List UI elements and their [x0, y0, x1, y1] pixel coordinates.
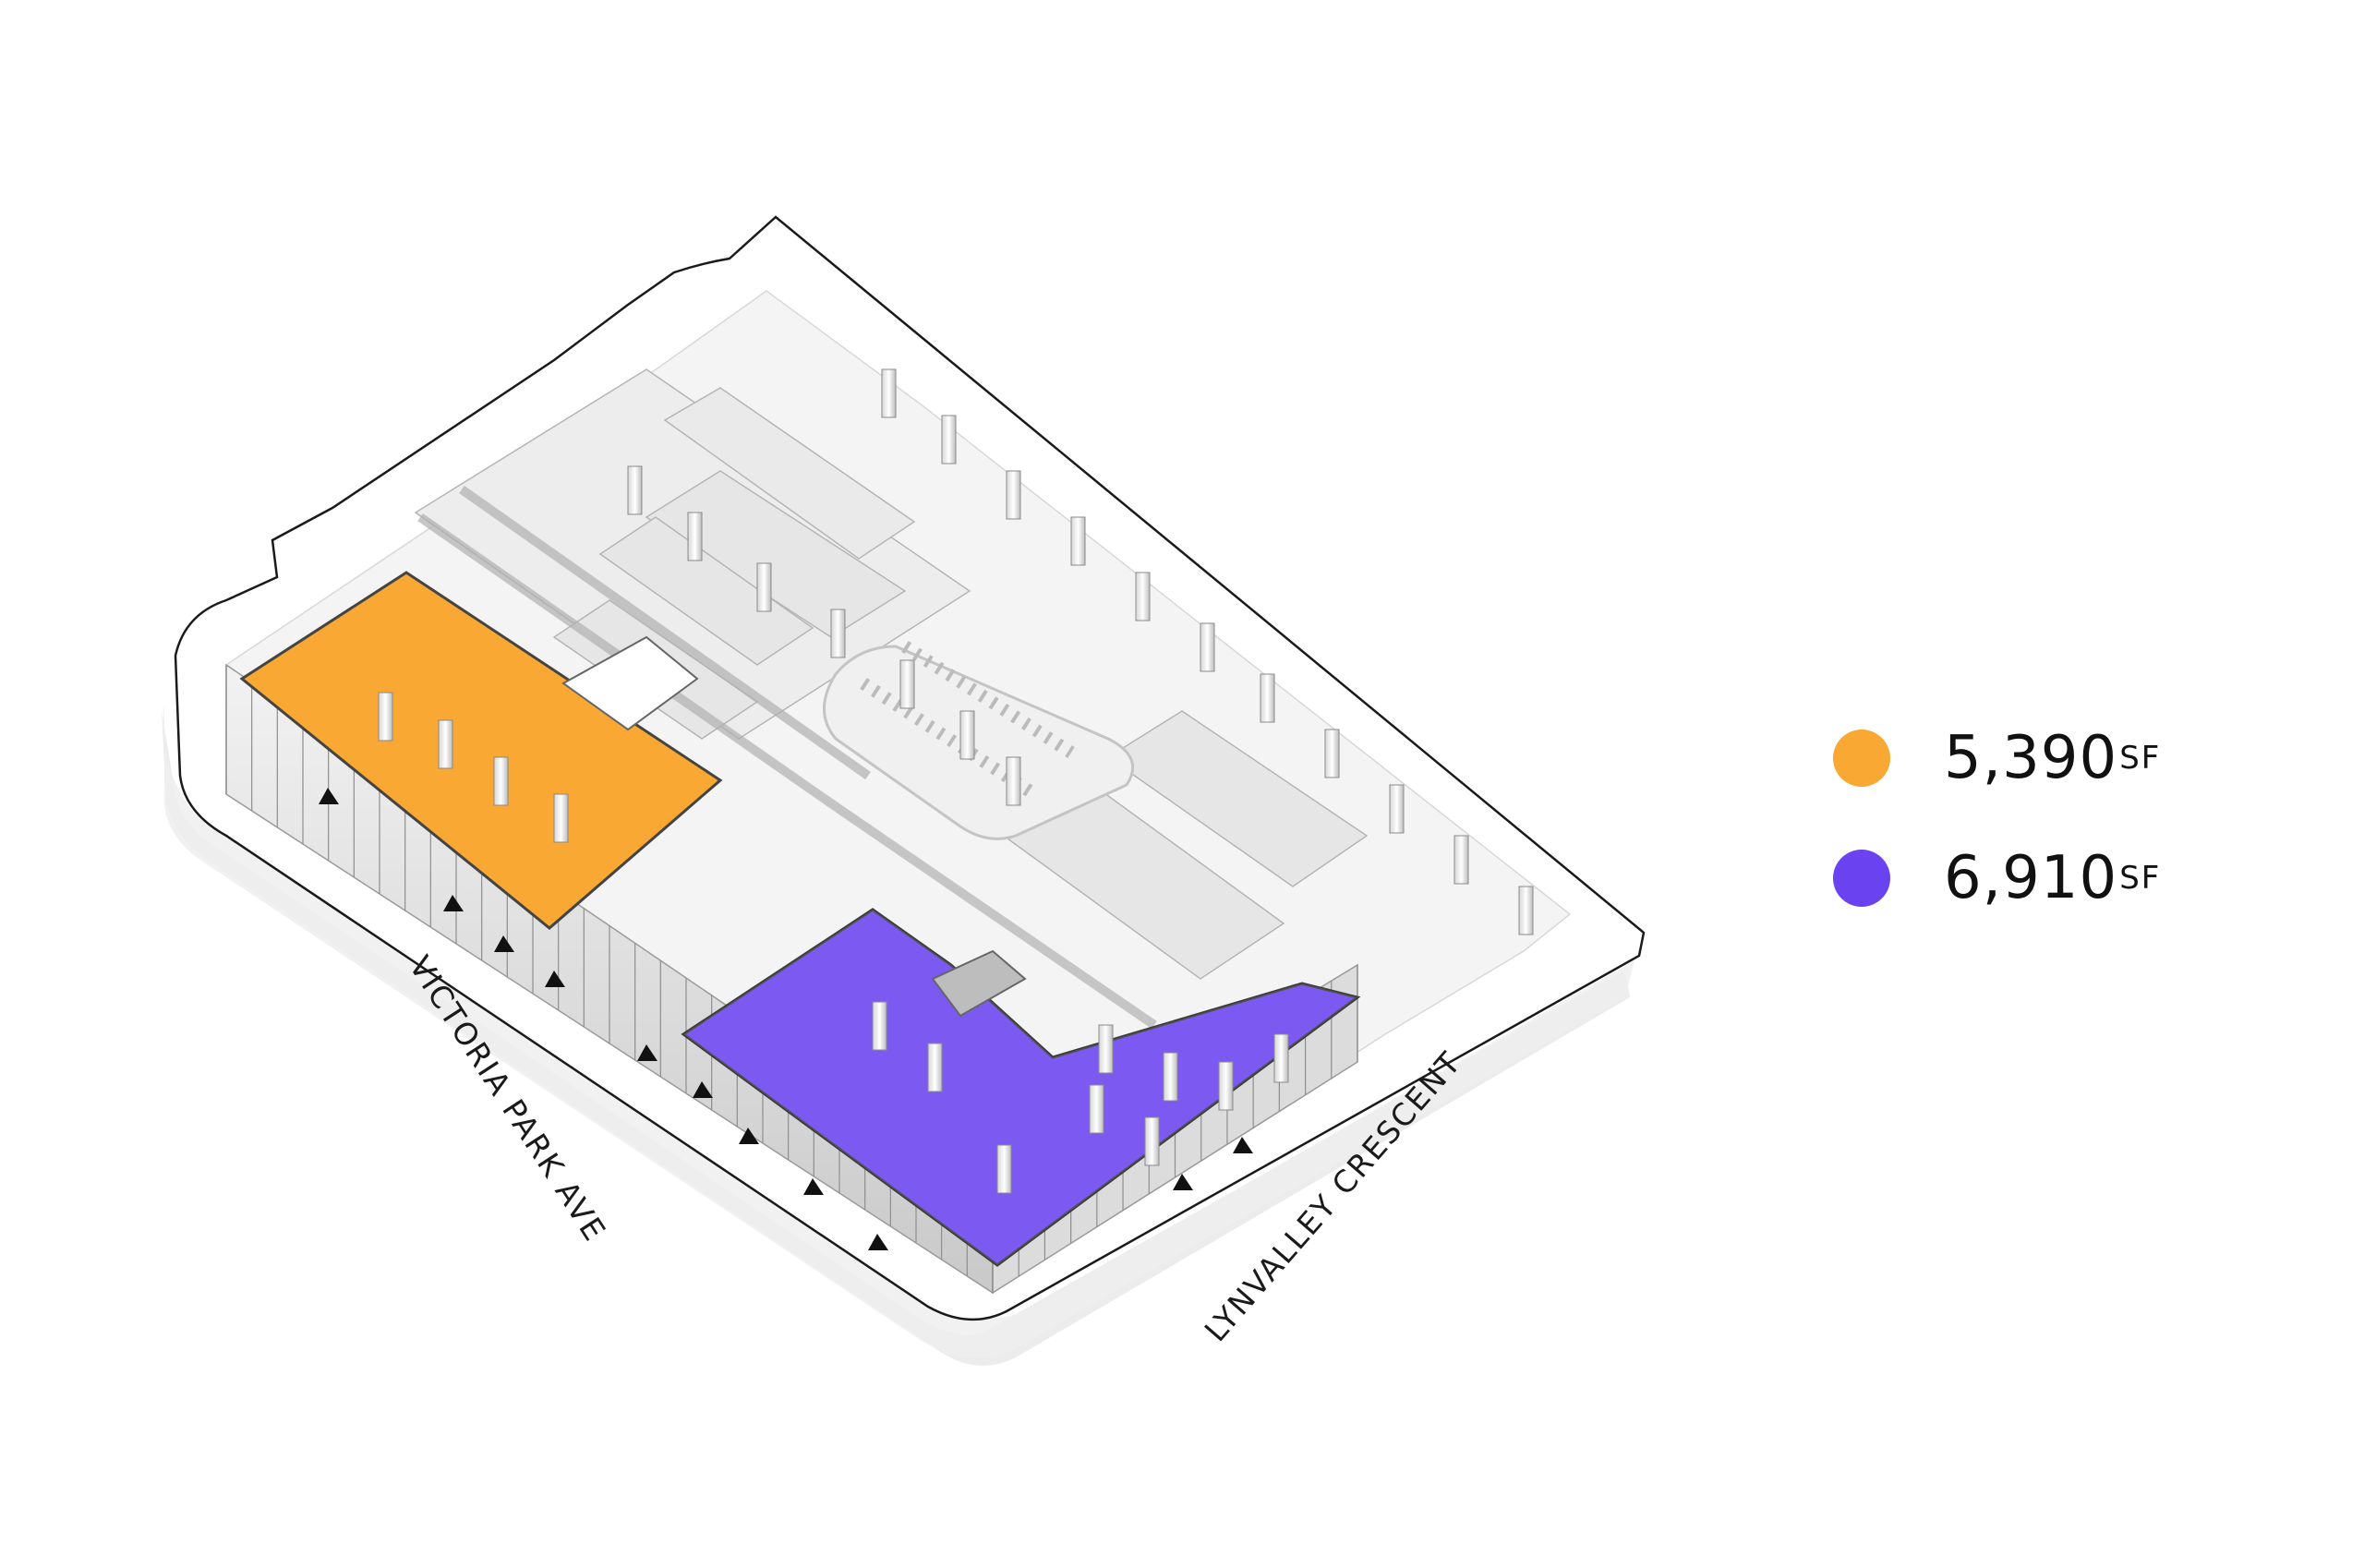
column — [927, 1043, 943, 1092]
entrance-arrow — [545, 971, 565, 987]
area-legend: 5,390 SF 6,910 SF — [1833, 716, 2313, 956]
column — [1389, 784, 1405, 834]
entrance-arrow — [494, 935, 514, 952]
ground-shadow-band — [163, 702, 1635, 1358]
column — [1218, 1061, 1234, 1111]
entrance-arrows — [319, 788, 1253, 1250]
column — [553, 793, 569, 843]
column — [378, 692, 393, 742]
legend-item-orange: 5,390 SF — [1833, 716, 2313, 801]
unit-purple-room — [931, 949, 1027, 1018]
entrance-arrow — [1173, 1174, 1193, 1190]
entrance-arrow — [443, 895, 464, 911]
column — [1518, 886, 1534, 935]
legend-value: 5,390 — [1944, 724, 2118, 792]
column — [899, 659, 915, 709]
legend-dot-orange — [1833, 730, 1890, 787]
column — [1273, 1033, 1289, 1083]
column — [996, 1144, 1012, 1194]
column — [1089, 1084, 1104, 1134]
column — [830, 609, 846, 658]
column — [493, 756, 509, 806]
column — [1453, 835, 1469, 885]
legend-value: 6,910 — [1944, 844, 2118, 912]
column — [1098, 1024, 1114, 1074]
column — [1006, 756, 1021, 806]
column — [756, 562, 772, 612]
legend-unit: SF — [2119, 740, 2162, 777]
column — [687, 512, 703, 561]
entrance-arrow — [693, 1081, 713, 1098]
unit-purple-floor-tint — [683, 910, 1357, 1265]
legend-item-purple: 6,910 SF — [1833, 836, 2313, 921]
column — [627, 465, 643, 515]
legend-dot-purple — [1833, 850, 1890, 907]
legend-unit: SF — [2119, 860, 2162, 897]
unit-purple-floor — [681, 908, 1361, 1267]
column — [1163, 1052, 1178, 1102]
entrance-arrow — [803, 1178, 824, 1195]
unit-orange-floor — [239, 571, 723, 930]
column — [959, 710, 975, 760]
column — [438, 719, 453, 769]
entrance-arrow — [1233, 1137, 1253, 1153]
column — [1200, 622, 1215, 672]
column — [1135, 572, 1151, 621]
column — [1260, 673, 1275, 723]
entrance-arrow — [637, 1044, 657, 1061]
column — [881, 368, 897, 418]
entrance-arrow — [739, 1128, 759, 1144]
column — [1070, 516, 1086, 566]
column — [872, 1001, 887, 1051]
column — [1006, 470, 1021, 520]
column — [941, 415, 957, 464]
structural-columns — [378, 368, 1534, 1194]
column — [1324, 729, 1340, 778]
unit-orange-cutout — [561, 635, 699, 731]
entrance-arrow — [868, 1234, 888, 1250]
entrance-arrow — [319, 788, 339, 804]
column — [1144, 1116, 1160, 1166]
